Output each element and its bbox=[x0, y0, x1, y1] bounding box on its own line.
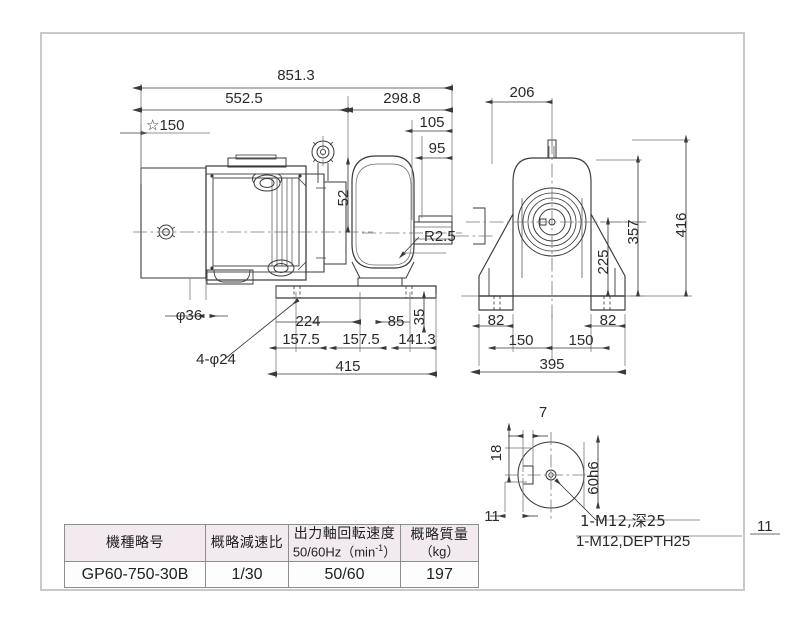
dim-label-416: 416 bbox=[673, 212, 690, 237]
dim-label-357: 357 bbox=[625, 219, 642, 244]
spec-cell-ratio: 1/30 bbox=[204, 561, 290, 588]
dim-label-150-right: 150 bbox=[568, 332, 593, 349]
dim-label-225: 225 bbox=[595, 249, 612, 274]
dim-label-224: 224 bbox=[295, 313, 320, 330]
dim-label-82-left: 82 bbox=[488, 312, 505, 329]
dim-label-157-5-b: 157.5 bbox=[342, 331, 380, 348]
dim-label-4-phi24: 4-φ24 bbox=[196, 351, 236, 368]
gear-case-body bbox=[351, 155, 415, 287]
dim-label-star-150: ☆150 bbox=[146, 117, 184, 134]
dim-label-52: 52 bbox=[335, 190, 352, 207]
spec-header-model-label: 機種略号 bbox=[105, 534, 164, 551]
spec-header-mass-label: 概略質量 bbox=[410, 526, 469, 543]
dim-label-11: 11 bbox=[484, 508, 500, 525]
dim-label-105: 105 bbox=[419, 114, 444, 131]
dim-label-60h6: 60h6 bbox=[585, 461, 602, 494]
side-view-centerlines bbox=[133, 136, 462, 234]
dim-r2-5 bbox=[398, 236, 446, 259]
dim-label-150-left: 150 bbox=[508, 332, 533, 349]
page-number: 11 bbox=[757, 518, 773, 535]
gearbox-transition-flange bbox=[297, 173, 347, 273]
spec-cell-mass: 197 bbox=[400, 561, 479, 588]
dim-label-7: 7 bbox=[539, 404, 547, 421]
spec-header-mass-unit: （kg） bbox=[419, 543, 460, 559]
spec-cell-model: GP60-750-30B bbox=[64, 561, 206, 588]
output-shaft bbox=[413, 215, 453, 245]
motor-frame-fins bbox=[205, 154, 307, 285]
dimension-lines bbox=[120, 84, 742, 537]
base-plate bbox=[275, 285, 437, 299]
side-view-group bbox=[133, 136, 462, 299]
spec-header-speed: 出力軸回転速度 50/60Hz（min-1） bbox=[288, 524, 402, 562]
dim-label-phi36: φ36 bbox=[176, 307, 202, 324]
shaft-end-detail-group bbox=[505, 432, 597, 520]
spec-header-mass: 概略質量 （kg） bbox=[400, 524, 479, 562]
spec-header-ratio: 概略減速比 bbox=[204, 524, 290, 562]
dim-label-141-3: 141.3 bbox=[398, 331, 436, 348]
drawing-frame-border bbox=[40, 32, 745, 591]
dim-label-95: 95 bbox=[429, 140, 446, 157]
dim-label-415: 415 bbox=[335, 358, 360, 375]
spec-cell-speed: 50/60 bbox=[288, 561, 402, 588]
dim-label-r2-5: R2.5 bbox=[424, 228, 456, 245]
dim-label-tap-jp: 1-M12,深25 bbox=[580, 512, 666, 530]
spec-header-speed-label: 出力軸回転速度 bbox=[293, 526, 396, 542]
spec-header-speed-sub: 50/60Hz（min bbox=[292, 544, 376, 560]
spec-header-speed-sup: -1 bbox=[375, 542, 384, 553]
dim-label-85: 85 bbox=[388, 313, 405, 330]
dim-label-206: 206 bbox=[509, 84, 534, 101]
dim-4-phi24 bbox=[225, 298, 300, 359]
dim-label-18: 18 bbox=[488, 445, 505, 462]
table-row: GP60-750-30B 1/30 50/60 197 bbox=[64, 561, 479, 588]
spec-table-header-row: 機種略号 概略減速比 出力軸回転速度 50/60Hz（min-1） 概略質量 （… bbox=[64, 524, 479, 562]
dim-tap-leader bbox=[554, 478, 742, 537]
motor-body bbox=[140, 167, 207, 279]
front-view-group bbox=[455, 139, 642, 320]
dim-label-298-8: 298.8 bbox=[383, 90, 421, 107]
spec-header-model: 機種略号 bbox=[64, 524, 206, 562]
spec-header-ratio-label: 概略減速比 bbox=[210, 534, 284, 551]
spec-table: 機種略号 概略減速比 出力軸回転速度 50/60Hz（min-1） 概略質量 （… bbox=[64, 524, 479, 588]
dim-label-395: 395 bbox=[539, 356, 564, 373]
dim-label-35: 35 bbox=[411, 309, 428, 326]
dim-label-552-5: 552.5 bbox=[225, 90, 263, 107]
dimension-text-group: 851.3 552.5 298.8 ☆150 105 95 52 R2.5 φ3… bbox=[146, 67, 780, 550]
dim-label-157-5-a: 157.5 bbox=[282, 331, 320, 348]
dim-label-tap-en: 1-M12,DEPTH25 bbox=[576, 533, 690, 550]
dim-label-82-right: 82 bbox=[600, 312, 617, 329]
spec-header-speed-close: ） bbox=[383, 544, 397, 560]
dim-label-851-3: 851.3 bbox=[277, 67, 315, 84]
